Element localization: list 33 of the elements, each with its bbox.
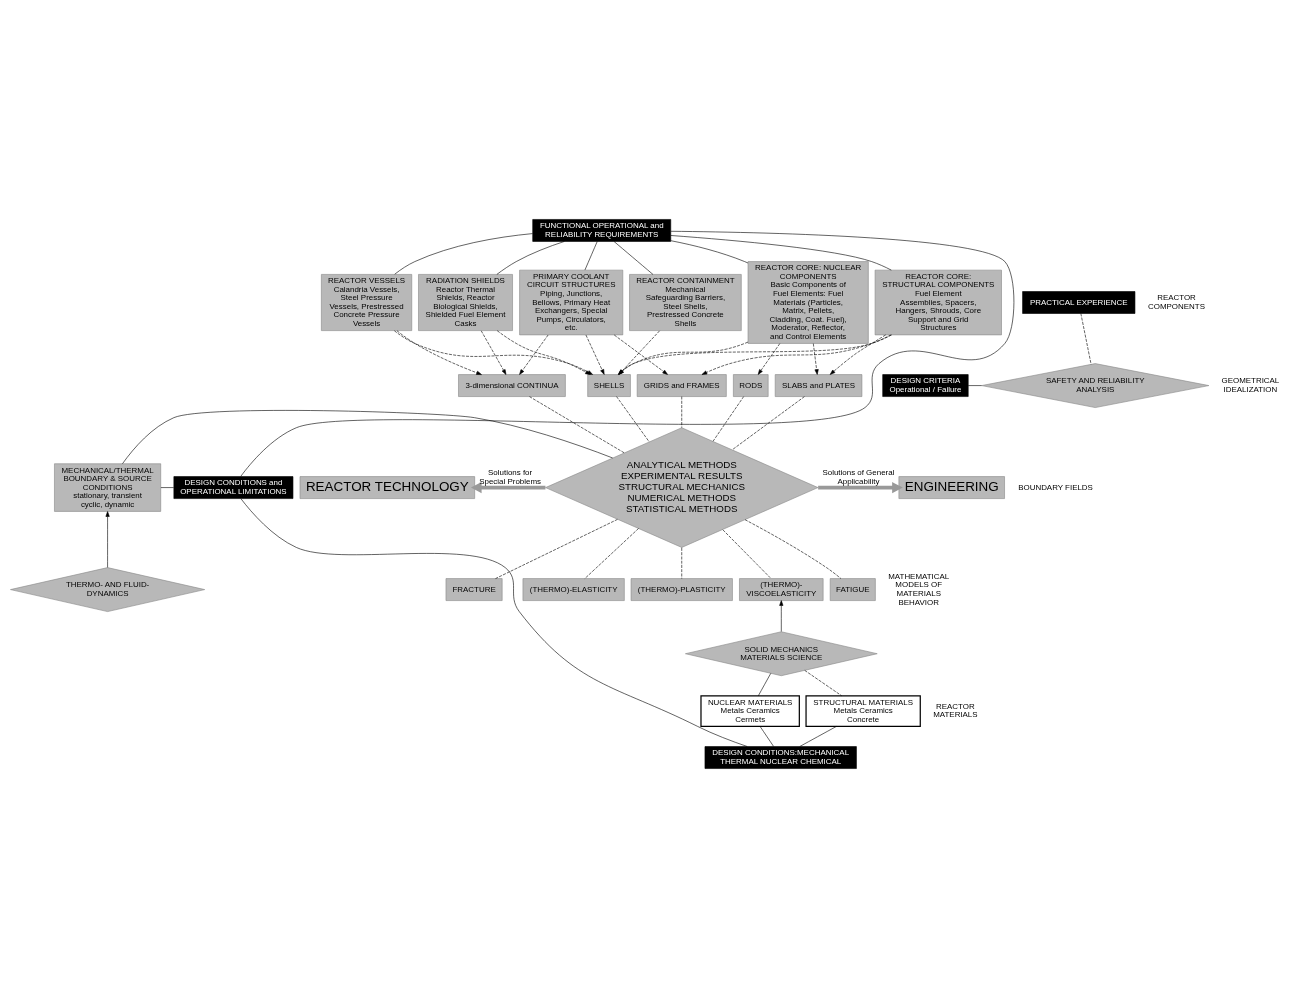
arrow — [585, 334, 605, 375]
connector — [804, 669, 842, 696]
arrow — [480, 330, 507, 375]
connector — [681, 395, 683, 428]
arrow — [394, 329, 593, 375]
node-box: REACTOR TECHNOLOGY — [299, 475, 475, 499]
connector — [670, 239, 749, 263]
connector — [1080, 312, 1092, 365]
arrow — [757, 342, 781, 375]
arrow — [818, 481, 903, 493]
connector — [160, 486, 174, 488]
arrow — [496, 329, 591, 375]
connector — [394, 232, 533, 275]
connector — [613, 240, 654, 275]
connector — [967, 384, 982, 386]
connector — [759, 725, 774, 747]
connector — [240, 497, 748, 747]
connector — [670, 234, 892, 270]
arrow — [779, 599, 784, 632]
arrow — [396, 329, 482, 375]
arrow — [519, 334, 549, 375]
node-diamond: ANALYTICAL METHODS EXPERIMENTAL RESULTS STRUCTURAL MECHANICS NUMERICAL METHODS STATISTICAL METHODS — [545, 426, 819, 548]
arrow — [701, 334, 892, 375]
connector — [758, 672, 772, 696]
arrow — [105, 510, 110, 568]
arrow — [829, 334, 886, 375]
connector — [584, 240, 598, 270]
node-box: ENGINEERING — [898, 475, 1005, 499]
arrow — [813, 342, 819, 375]
arrow — [470, 481, 546, 493]
connector — [496, 240, 565, 275]
connector — [122, 409, 613, 464]
connector — [240, 230, 1015, 477]
